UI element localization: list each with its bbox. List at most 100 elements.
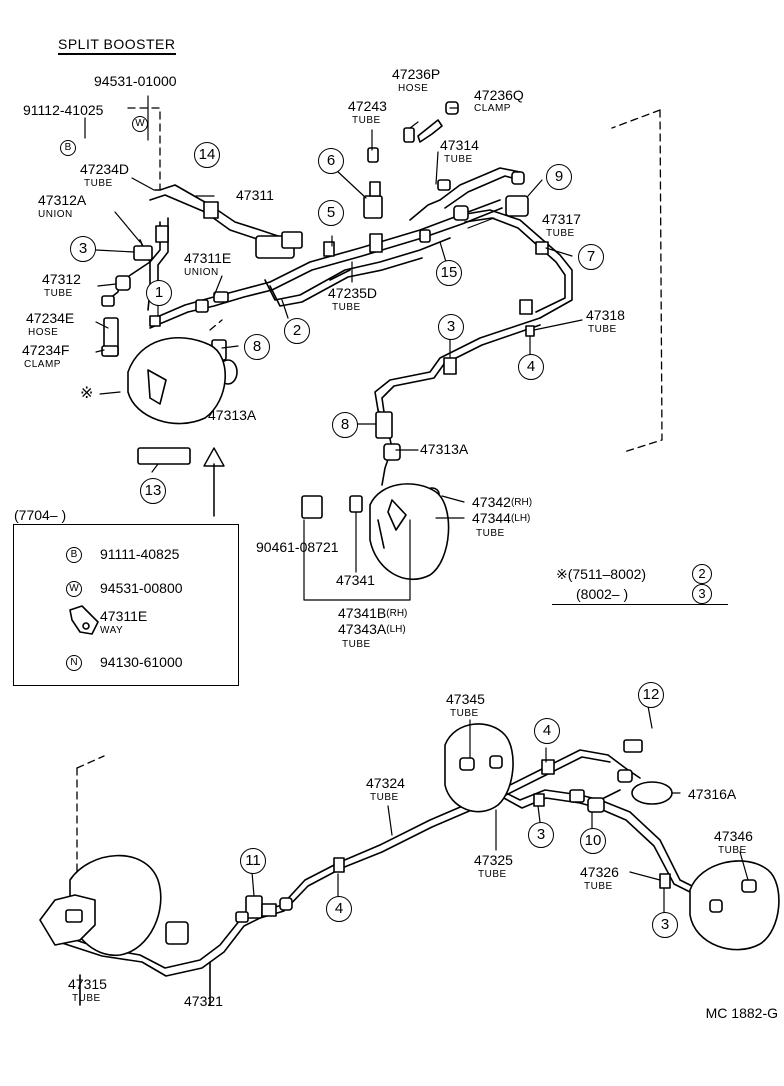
part-47342-num: 47342: [472, 494, 511, 510]
diagram-title: SPLIT BOOSTER: [58, 36, 176, 55]
inset-icons: [69, 605, 99, 635]
callout-8-right: 8: [332, 412, 358, 438]
callout-12: 12: [638, 682, 664, 708]
part-90461-08721: 90461-08721: [256, 539, 339, 555]
part-47324: 47324: [366, 775, 405, 791]
part-47346-desc: TUBE: [718, 845, 747, 856]
washer-mark: W: [132, 116, 148, 132]
inset-part-94531-00800: 94531-00800: [100, 580, 183, 596]
part-47312A: 47312A: [38, 192, 87, 208]
part-47236P: 47236P: [392, 66, 441, 82]
callout-9: 9: [546, 164, 572, 190]
part-47317-desc: TUBE: [546, 228, 575, 239]
part-47318-desc: TUBE: [588, 324, 617, 335]
part-47234F-desc: CLAMP: [24, 359, 61, 370]
part-47236Q: 47236Q: [474, 87, 524, 103]
callout-11: 11: [240, 848, 266, 874]
part-47341B-num: 47341B: [338, 605, 387, 621]
callout-4-lower-right: 4: [534, 718, 560, 744]
part-47344: 47344(LH): [472, 511, 530, 526]
part-47317: 47317: [542, 211, 581, 227]
part-47243-desc: TUBE: [352, 115, 381, 126]
up-arrow: [203, 447, 225, 517]
note-range-1: (7511–8002): [567, 566, 647, 582]
part-47236P-desc: HOSE: [398, 83, 429, 94]
note-line-1: ※(7511–8002): [556, 567, 646, 582]
part-47312: 47312: [42, 271, 81, 287]
part-47326: 47326: [580, 864, 619, 880]
part-47346: 47346: [714, 828, 753, 844]
inset-part-94130-61000: 94130-61000: [100, 654, 183, 670]
bolt-mark: B: [60, 140, 76, 156]
inset-range: (7704– ): [14, 507, 67, 523]
part-47321: 47321: [184, 993, 223, 1009]
part-47343A-sfx: (LH): [386, 624, 406, 635]
part-47234E: 47234E: [26, 310, 75, 326]
part-94531-01000: 94531-01000: [94, 73, 177, 89]
part-47311E-union-desc: UNION: [184, 267, 219, 278]
part-47313A-right: 47313A: [420, 441, 469, 457]
callout-8-left: 8: [244, 334, 270, 360]
callout-14: 14: [194, 142, 220, 168]
part-47234D: 47234D: [80, 161, 130, 177]
part-47326-desc: TUBE: [584, 881, 613, 892]
callout-13: 13: [140, 478, 166, 504]
inset-nut-mark: N: [66, 655, 82, 671]
part-47344-num: 47344: [472, 510, 511, 526]
callout-7: 7: [578, 244, 604, 270]
part-47243: 47243: [348, 98, 387, 114]
part-47235D-desc: TUBE: [332, 302, 361, 313]
inset-part-47311E-desc: WAY: [100, 625, 124, 636]
part-47343A: 47343A(LH): [338, 622, 406, 637]
inset-washer-mark: W: [66, 581, 82, 597]
asterisk-mark: ※: [80, 385, 94, 402]
part-91112-41025: 91112-41025: [23, 102, 104, 118]
callout-4-lower-left: 4: [326, 896, 352, 922]
part-47345: 47345: [446, 691, 485, 707]
part-47236Q-desc: CLAMP: [474, 103, 511, 114]
inset-box: B 91111-40825 W 94531-00800 47311E WAY N…: [13, 524, 239, 686]
part-47313A-left: 47313A: [208, 407, 257, 423]
inset-part-47311E: 47311E: [100, 608, 148, 624]
note-mark: ※: [556, 566, 568, 582]
callout-3-left: 3: [70, 236, 96, 262]
part-47342-sfx: (RH): [510, 497, 533, 508]
part-47344-sfx: (LH): [510, 513, 531, 524]
lower-drums: [39, 723, 780, 957]
part-47341: 47341: [336, 572, 375, 588]
callout-3-lower-right: 3: [652, 912, 678, 938]
part-47311: 47311: [236, 187, 274, 203]
lower-fittings: [65, 739, 757, 945]
part-47234E-desc: HOSE: [28, 327, 59, 338]
note-underline: [552, 604, 728, 605]
callout-1: 1: [146, 280, 172, 306]
part-47342: 47342(RH): [472, 495, 532, 510]
part-47315: 47315: [68, 976, 107, 992]
part-47311E-union: 47311E: [184, 250, 232, 266]
leader-lines: [84, 95, 583, 601]
part-47341B: 47341B(RH): [338, 606, 407, 621]
callout-4-right: 4: [518, 354, 544, 380]
part-47344-desc: TUBE: [476, 528, 505, 539]
diagram-code: MC 1882-G: [705, 1005, 778, 1021]
part-47315-desc: TUBE: [72, 993, 101, 1004]
inset-part-91111-40825: 91111-40825: [100, 546, 180, 562]
part-47343A-num: 47343A: [338, 621, 387, 637]
part-47343A-desc: TUBE: [342, 639, 371, 650]
part-47235D: 47235D: [328, 285, 378, 301]
note-ref-3: 3: [692, 584, 712, 604]
part-47234F: 47234F: [22, 342, 70, 358]
part-47324-desc: TUBE: [370, 792, 399, 803]
inset-bolt-mark: B: [66, 547, 82, 563]
part-47341B-sfx: (RH): [386, 608, 408, 619]
part-47314-desc: TUBE: [444, 154, 473, 165]
part-47325-desc: TUBE: [478, 869, 507, 880]
callout-5: 5: [318, 200, 344, 226]
part-47314: 47314: [440, 137, 479, 153]
note-ref-2: 2: [692, 564, 712, 584]
part-47312A-desc: UNION: [38, 209, 73, 220]
dashed-guides: [76, 107, 663, 891]
callout-3-mid: 3: [438, 314, 464, 340]
part-47312-desc: TUBE: [44, 288, 73, 299]
